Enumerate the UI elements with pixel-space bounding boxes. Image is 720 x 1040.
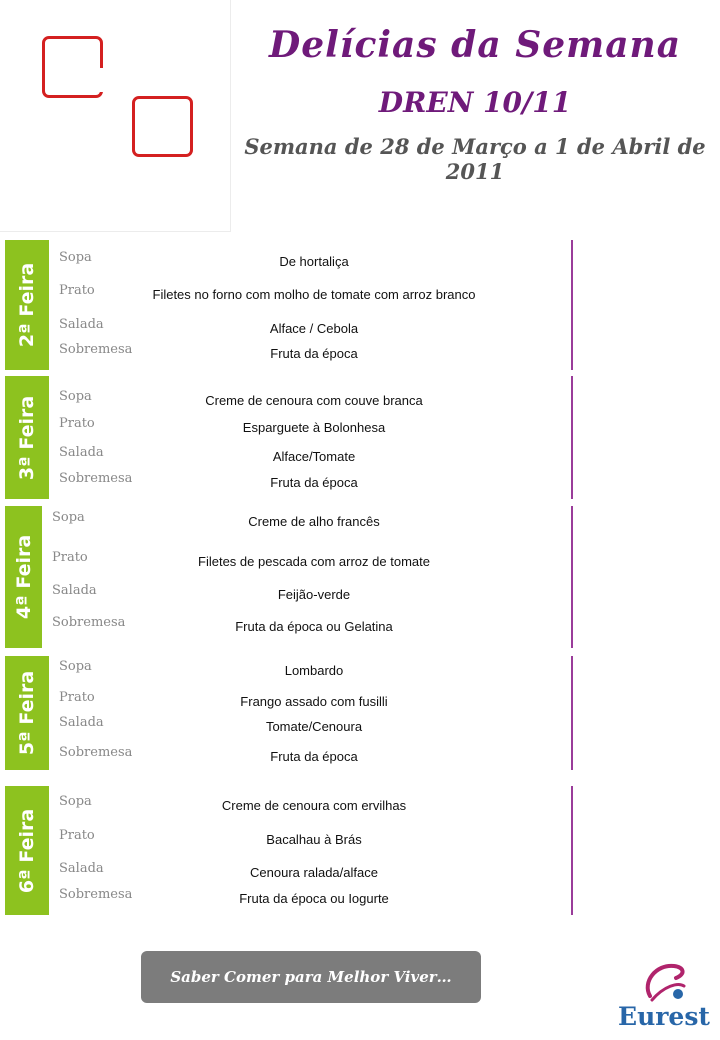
category-label: Salada — [59, 861, 104, 876]
menu-row-sobremesa: Sobremesa Fruta da época — [5, 342, 573, 366]
dish-text: Fruta da época — [270, 346, 358, 361]
menu-row-sobremesa: Sobremesa Fruta da época — [5, 745, 573, 769]
dish-text: De hortaliça — [279, 254, 349, 269]
category-label: Sopa — [59, 794, 92, 809]
day-divider — [571, 786, 573, 915]
category-label: Prato — [59, 690, 95, 705]
day-block-thursday: 5ª Feira Sopa Lombardo Prato Frango assado… — [5, 656, 573, 770]
category-label: Salada — [59, 317, 104, 332]
eurest-swirl-icon — [645, 963, 686, 1002]
slogan-text: Saber Comer para Melhor Viver… — [170, 968, 452, 986]
day-block-monday: 2ª Feira Sopa De hortaliça Prato Filetes n… — [5, 240, 573, 370]
category-label: Sopa — [52, 510, 85, 525]
menu-row-prato: Prato Filetes no forno com molho de tomat… — [5, 283, 573, 307]
slogan-banner: Saber Comer para Melhor Viver… — [141, 951, 481, 1003]
dish-text: Creme de cenoura com ervilhas — [221, 798, 407, 813]
menu-row-sobremesa: Sobremesa Fruta da época ou Gelatina — [5, 615, 573, 639]
day-tab: 4ª Feira — [5, 506, 42, 648]
week-range: Semana de 28 de Março a 1 de Abril de 20… — [244, 134, 706, 184]
menu-row-prato: Prato Esparguete à Bolonhesa — [5, 416, 573, 440]
red-square-icon — [132, 96, 193, 157]
dish-text: Bacalhau à Brás — [266, 832, 362, 847]
day-divider — [571, 240, 573, 370]
category-label: Sopa — [59, 659, 92, 674]
menu-row-salada: Salada Feijão-verde — [5, 583, 573, 607]
dish-text: Fruta da época — [270, 475, 358, 490]
menu-row-salada: Salada Tomate/Cenoura — [5, 715, 573, 739]
menu-row-sopa: Sopa De hortaliça — [5, 250, 573, 274]
brand-name: Eurest — [618, 1002, 710, 1031]
dish-text: Tomate/Cenoura — [265, 719, 363, 734]
dish-text: Cenoura ralada/alface — [250, 865, 378, 880]
day-tab: 5ª Feira — [5, 656, 49, 770]
category-label: Sobremesa — [59, 342, 133, 357]
menu-row-salada: Salada Alface/Tomate — [5, 445, 573, 469]
dish-text: Alface / Cebola — [269, 321, 359, 336]
day-divider — [571, 376, 573, 499]
dish-text: Filetes no forno com molho de tomate com… — [152, 287, 476, 302]
day-tab: 3ª Feira — [5, 376, 49, 499]
category-label: Sopa — [59, 250, 92, 265]
category-label: Prato — [52, 550, 88, 565]
category-label: Sobremesa — [52, 615, 126, 630]
dish-text: Creme de cenoura com couve branca — [205, 393, 423, 408]
menu-row-sopa: Sopa Lombardo — [5, 659, 573, 683]
dish-text: Fruta da época ou Gelatina — [235, 619, 393, 634]
eurest-logo: Eurest — [612, 956, 716, 1036]
day-divider — [571, 506, 573, 648]
dish-text: Creme de alho francês — [248, 514, 380, 529]
menu-row-sobremesa: Sobremesa Fruta da época — [5, 471, 573, 495]
category-label: Sobremesa — [59, 745, 133, 760]
category-label: Sopa — [59, 389, 92, 404]
dish-text: Alface/Tomate — [272, 449, 356, 464]
category-label: Salada — [52, 583, 97, 598]
dish-text: Fruta da época — [270, 749, 358, 764]
day-block-friday: 6ª Feira Sopa Creme de cenoura com ervilh… — [5, 786, 573, 915]
menu-row-prato: Prato Filetes de pescada com arroz de tom… — [5, 550, 573, 574]
menu-row-sopa: Sopa Creme de cenoura com couve branca — [5, 389, 573, 413]
dish-text: Esparguete à Bolonhesa — [242, 420, 386, 435]
category-label: Prato — [59, 828, 95, 843]
day-tab: 2ª Feira — [5, 240, 49, 370]
menu-row-prato: Prato Bacalhau à Brás — [5, 828, 573, 852]
category-label: Salada — [59, 445, 104, 460]
category-label: Sobremesa — [59, 887, 133, 902]
category-label: Sobremesa — [59, 471, 133, 486]
day-block-wednesday: 4ª Feira Sopa Creme de alho francês Prato… — [5, 506, 573, 648]
dish-text: Filetes de pescada com arroz de tomate — [198, 554, 430, 569]
page-subtitle: DREN 10/11 — [378, 86, 572, 119]
menu-row-salada: Salada Alface / Cebola — [5, 317, 573, 341]
dish-text: Fruta da época ou Iogurte — [239, 891, 389, 906]
category-label: Salada — [59, 715, 104, 730]
menu-row-sopa: Sopa Creme de alho francês — [5, 510, 573, 534]
red-square-icon — [42, 36, 104, 98]
menu-row-sopa: Sopa Creme de cenoura com ervilhas — [5, 794, 573, 818]
menu-row-prato: Prato Frango assado com fusilli — [5, 690, 573, 714]
category-label: Prato — [59, 283, 95, 298]
day-divider — [571, 656, 573, 770]
day-tab: 6ª Feira — [5, 786, 49, 915]
dish-text: Frango assado com fusilli — [240, 694, 388, 709]
page-title: Delícias da Semana — [268, 24, 682, 66]
menu-row-salada: Salada Cenoura ralada/alface — [5, 861, 573, 885]
dish-text: Lombardo — [284, 663, 344, 678]
day-block-tuesday: 3ª Feira Sopa Creme de cenoura com couve … — [5, 376, 573, 499]
menu-row-sobremesa: Sobremesa Fruta da época ou Iogurte — [5, 887, 573, 911]
category-label: Prato — [59, 416, 95, 431]
dish-text: Feijão-verde — [277, 587, 351, 602]
logo-area — [0, 0, 231, 232]
